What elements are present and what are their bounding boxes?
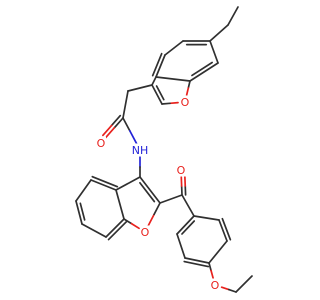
atom-label-o4: O	[177, 164, 186, 177]
bond-c6-c7	[81, 223, 107, 238]
bond-b2-b3	[164, 40, 184, 56]
bond-co1-n1	[122, 117, 131, 132]
bond-co1-o2	[104, 127, 116, 139]
bond-c5-c6	[75, 200, 83, 225]
bond-p3-p4-second	[183, 260, 210, 268]
bond-c7a-o3	[130, 222, 140, 230]
atom-labels-layer: O O NH O O O	[96, 95, 220, 292]
bond-b3-b3a	[155, 54, 166, 78]
bond-o5-et1	[227, 288, 237, 293]
bond-p3-p4	[184, 257, 210, 264]
bond-ch2b-co1	[122, 90, 129, 119]
bond-c7-c7a-second	[107, 220, 128, 241]
atom-label-o5: O	[211, 279, 220, 292]
atom-o3: O	[140, 225, 150, 239]
bond-c7a-c3a	[115, 189, 125, 220]
bond-p4-o5	[208, 262, 212, 272]
bond-p1-p2	[176, 215, 195, 235]
bond-o3-c2	[147, 213, 155, 227]
bond-p2-p3	[176, 233, 186, 259]
bond-f2-f3-inner	[155, 85, 165, 101]
bond-b3-b3a-second	[151, 52, 163, 77]
atom-o2: O	[96, 136, 106, 150]
atom-o3-background	[140, 225, 150, 239]
atom-o5: O	[210, 278, 220, 292]
bond-c5-c6-inner	[79, 202, 86, 221]
bond-c2-co2	[159, 194, 183, 204]
atom-label-o1: O	[181, 96, 190, 109]
bond-c7a-o3	[123, 218, 133, 225]
bond-b7a-o1	[187, 80, 191, 89]
structure-canvas: O O NH O O O	[75, 6, 253, 293]
bond-o1-f2	[169, 101, 179, 105]
bond-c3a-c4-second	[91, 175, 119, 188]
atom-o2-background	[96, 136, 106, 150]
bond-co2-p1	[181, 194, 195, 217]
bond-p5-p6	[218, 219, 228, 242]
atom-label-o3: O	[141, 226, 150, 239]
bond-co1-o2-second	[102, 124, 113, 137]
bond-b7-b1	[209, 40, 219, 64]
bond-c3a-c4	[90, 179, 117, 191]
bond-p6-p1	[193, 215, 220, 221]
bond-p4-o5	[210, 269, 215, 280]
molecule-structure: O O NH O O O	[75, 6, 253, 293]
bond-b3a-b7a	[155, 76, 191, 82]
atom-n1-background	[131, 143, 149, 157]
bond-et1-et2	[235, 275, 253, 293]
bond-co1-n1	[129, 130, 138, 145]
bond-b7a-b7	[189, 62, 219, 82]
atom-label-n1: NH	[132, 144, 149, 157]
bond-co1-o2	[113, 117, 124, 129]
bond-c3-c3a	[115, 176, 141, 191]
atom-o4: O	[176, 163, 186, 177]
atom-o1-background	[180, 95, 190, 109]
bond-p5-p6-second	[221, 217, 232, 241]
bond-co1-o2-second	[110, 114, 122, 127]
bond-me1-ch2a	[227, 6, 239, 26]
atom-o1: O	[180, 95, 190, 109]
bond-c4-c5	[75, 179, 92, 202]
bond-ch2a-b1	[209, 24, 229, 42]
bond-b7a-o1	[185, 87, 190, 97]
bond-p4-p5	[208, 240, 228, 264]
bond-f3-b3a	[151, 76, 157, 86]
bond-o5-et1	[220, 286, 230, 291]
atom-o4-background	[176, 163, 186, 177]
bond-c2-c3-inner	[139, 181, 156, 203]
bond-p1-p2-inner	[181, 220, 196, 235]
bond-c7-c7a	[105, 218, 125, 238]
atom-o5-background	[210, 278, 220, 292]
bond-o1-f2	[161, 102, 171, 105]
bond-o3-c2	[153, 202, 161, 216]
atom-label-o2: O	[97, 137, 106, 150]
bonds-layer	[75, 6, 253, 293]
atom-n1: NH	[131, 143, 149, 157]
bond-f3-ch2b	[127, 84, 153, 92]
bond-c2-c3	[139, 176, 161, 204]
bond-b7a-b7-inner	[191, 61, 213, 77]
bond-f2-f3	[151, 84, 163, 105]
